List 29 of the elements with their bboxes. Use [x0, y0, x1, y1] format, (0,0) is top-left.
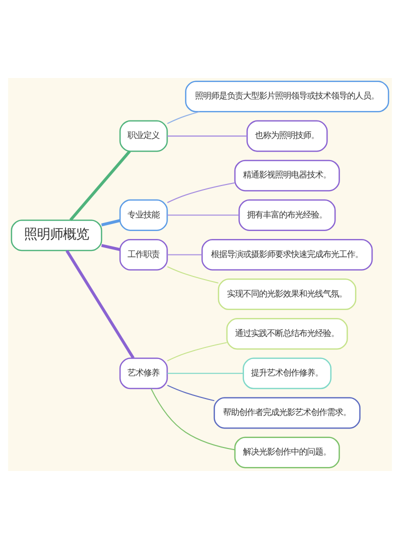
- connector: [167, 214, 239, 216]
- node-box: 解决光影创作中的问题。: [234, 436, 340, 468]
- connector: [167, 372, 244, 374]
- connector: [167, 384, 214, 402]
- node-box: 提升艺术创作修养。: [242, 358, 332, 390]
- node-box: 精通影视照明电器技术。: [234, 160, 340, 192]
- node-box: 通过实践不断总结布光经验。: [226, 318, 348, 350]
- connector: [167, 266, 218, 284]
- connector: [101, 219, 120, 226]
- connector: [69, 150, 131, 222]
- node-box: 照明师是负责大型影片照明领导或技术领导的人员。: [185, 80, 390, 112]
- node-box: 实现不同的光影效果和光线气氛。: [218, 278, 356, 310]
- node-box: 帮助创作者完成光影艺术创作需求。: [214, 397, 361, 429]
- connector: [167, 254, 202, 256]
- connector: [167, 182, 235, 204]
- node-box: 艺术修养: [119, 358, 168, 390]
- connector: [167, 342, 227, 362]
- node-box: 也称为照明技师。: [246, 120, 328, 152]
- connector: [150, 388, 235, 450]
- node-box: 拥有丰富的布光经验。: [238, 199, 336, 231]
- connector: [167, 136, 247, 137]
- node-box: 专业技能: [119, 199, 168, 231]
- node-box: 照明师概览: [10, 220, 102, 252]
- connector: [167, 111, 200, 124]
- node-box: 职业定义: [119, 120, 168, 152]
- node-box: 根据导演或摄影师要求快速完成布光工作。: [201, 238, 373, 270]
- node-box: 工作职责: [119, 238, 168, 270]
- connector: [66, 250, 135, 359]
- connector: [101, 244, 120, 251]
